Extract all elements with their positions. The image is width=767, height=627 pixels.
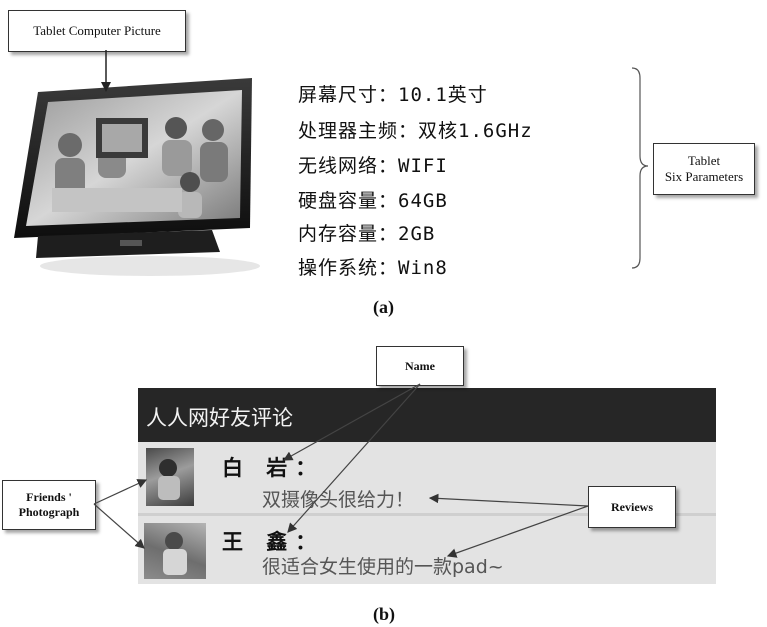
callout-six-parameters-line2: Six Parameters: [664, 169, 744, 184]
callout-tablet-picture-label: Tablet Computer Picture: [33, 23, 161, 38]
callout-friends-photograph: Friends ' Photograph: [2, 480, 96, 530]
comments-panel-header: 人人网好友评论: [138, 388, 716, 442]
callout-name: Name: [376, 346, 464, 386]
arrow-photo-2: [93, 503, 145, 549]
callout-six-parameters: Tablet Six Parameters: [653, 143, 755, 195]
callout-tablet-picture: Tablet Computer Picture: [8, 10, 186, 52]
callout-name-label: Name: [405, 358, 435, 373]
callout-friends-line1: Friends ': [26, 490, 72, 504]
spec-memory: 内存容量：2GB: [298, 223, 436, 245]
spec-processor: 处理器主频：双核1.6GHz: [298, 120, 533, 142]
arrow-review-1: [428, 493, 589, 507]
caption-a: (a): [373, 297, 394, 317]
arrow-photo-1: [93, 479, 148, 505]
caption-b: (b): [373, 604, 395, 624]
avatar-photo-icon: [158, 459, 180, 500]
row-divider: [138, 513, 716, 516]
arrow-name-2: [287, 383, 421, 533]
avatar-photo-icon: [163, 532, 187, 575]
spec-storage: 硬盘容量：64GB: [298, 190, 448, 212]
callout-reviews: Reviews: [588, 486, 676, 528]
friend-review-1: 双摄像头很给力！: [262, 489, 415, 511]
screen-people: [52, 117, 228, 218]
callout-reviews-label: Reviews: [611, 499, 653, 514]
spec-wireless: 无线网络：WIFI: [298, 155, 448, 177]
comments-panel-title: 人人网好友评论: [146, 406, 293, 430]
arrow-review-2: [446, 505, 589, 558]
spec-os: 操作系统：Win8: [298, 257, 448, 279]
callout-friends-line2: Photograph: [18, 505, 80, 519]
spec-screen-size: 屏幕尺寸：10.1英寸: [298, 84, 488, 106]
friend-avatar-2: [144, 523, 206, 579]
callout-six-parameters-line1: Tablet: [687, 153, 721, 168]
friend-review-2: 很适合女生使用的一款pad~: [262, 556, 504, 578]
friend-name-1: 白 岩：: [222, 456, 325, 480]
arrow-name-1: [282, 383, 421, 461]
friend-name-2: 王 鑫：: [222, 530, 325, 554]
friend-avatar-1: [146, 448, 194, 506]
